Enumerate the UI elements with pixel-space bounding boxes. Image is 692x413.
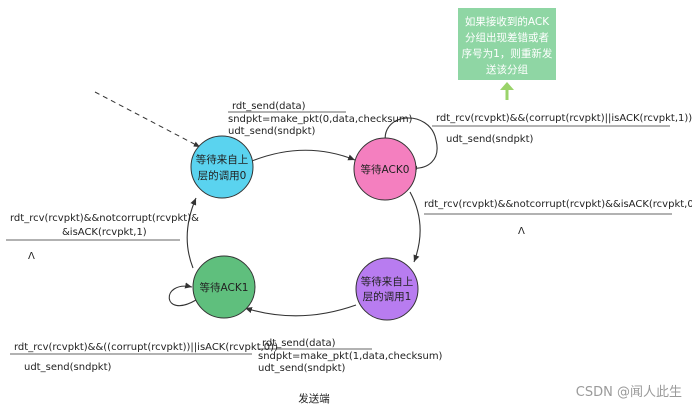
state-wait-ack-0: 等待ACK0 (353, 137, 417, 201)
transition-action: udt_send(sndpkt) (228, 126, 316, 137)
transition-action: udt_send(sndpkt) (446, 134, 534, 145)
state-wait-call-1: 等待来自上 层的调用1 (355, 257, 419, 321)
note-arrow-up-icon (500, 82, 514, 100)
transition-label-wait1-to-ack1: rdt_send(data) sndpkt=make_pkt(1,data,ch… (258, 338, 443, 374)
transition-event: &isACK(rcvpkt,1) (62, 227, 147, 238)
transition-label-ack1-to-wait0: rdt_rcv(rcvpkt)&&notcorrupt(rcvpkt)& &is… (6, 213, 199, 262)
transition-action: sndpkt=make_pkt(0,data,checksum) (228, 114, 413, 125)
transition-action: Λ (518, 226, 525, 237)
arrow-wait0-to-ack0 (251, 149, 356, 162)
arrow-ack0-self-loop (384, 117, 438, 172)
transition-label-wait0-to-ack0: rdt_send(data) sndpkt=make_pkt(0,data,ch… (228, 101, 413, 137)
state-wait-call-0: 等待来自上 层的调用0 (190, 135, 254, 199)
arrow-wait1-to-ack1 (244, 304, 357, 317)
diagram-caption: 发送端 (298, 392, 330, 405)
transition-event: rdt_rcv(rcvpkt)&&notcorrupt(rcvpkt)& (10, 213, 199, 224)
transition-label-ack1-self: rdt_rcv(rcvpkt)&&((corrupt(rcvpkt))||isA… (10, 342, 278, 373)
state-label-line: 等待来自上 (196, 153, 249, 166)
note-line: 如果接收到的ACK (465, 15, 550, 28)
transition-action: Λ (28, 251, 35, 262)
watermark: CSDN @闻人此生 (576, 385, 682, 400)
state-wait-ack-1: 等待ACK1 (192, 255, 256, 319)
state-label-line: 层的调用1 (363, 290, 412, 303)
transition-event: rdt_send(data) (262, 338, 336, 349)
arrow-ack0-to-wait1 (409, 191, 421, 263)
transition-action: sndpkt=make_pkt(1,data,checksum) (258, 351, 443, 362)
state-label-line: 等待ACK1 (200, 281, 249, 294)
transition-event: rdt_rcv(rcvpkt)&&((corrupt(rcvpkt))||isA… (14, 342, 278, 353)
transition-label-ack0-to-wait1: rdt_rcv(rcvpkt)&&notcorrupt(rcvpkt)&&isA… (424, 199, 692, 237)
transition-event: rdt_rcv(rcvpkt)&&(corrupt(rcvpkt)||isACK… (436, 113, 692, 124)
note-line: 送该分组 (486, 63, 528, 76)
state-label-line: 层的调用0 (198, 169, 247, 182)
transition-action: udt_send(sndpkt) (24, 362, 112, 373)
state-label-line: 等待ACK0 (361, 163, 410, 176)
note-line: 序号为1，则重新发 (462, 47, 553, 60)
state-label-line: 等待来自上 (361, 275, 414, 288)
initial-state-arrow (94, 91, 201, 148)
arrow-ack1-to-wait0 (186, 197, 197, 269)
transition-label-ack0-self: rdt_rcv(rcvpkt)&&(corrupt(rcvpkt)||isACK… (432, 113, 692, 145)
transition-action: udt_send(sndpkt) (258, 363, 346, 374)
transition-event: rdt_rcv(rcvpkt)&&notcorrupt(rcvpkt)&&isA… (424, 199, 692, 210)
note-box (458, 8, 556, 80)
transition-event: rdt_send(data) (232, 101, 306, 112)
arrow-ack1-self-loop (168, 282, 197, 307)
note-line: 分组出现差错或者 (465, 31, 549, 44)
annotation-note: 如果接收到的ACK 分组出现差错或者 序号为1，则重新发 送该分组 (458, 8, 556, 100)
